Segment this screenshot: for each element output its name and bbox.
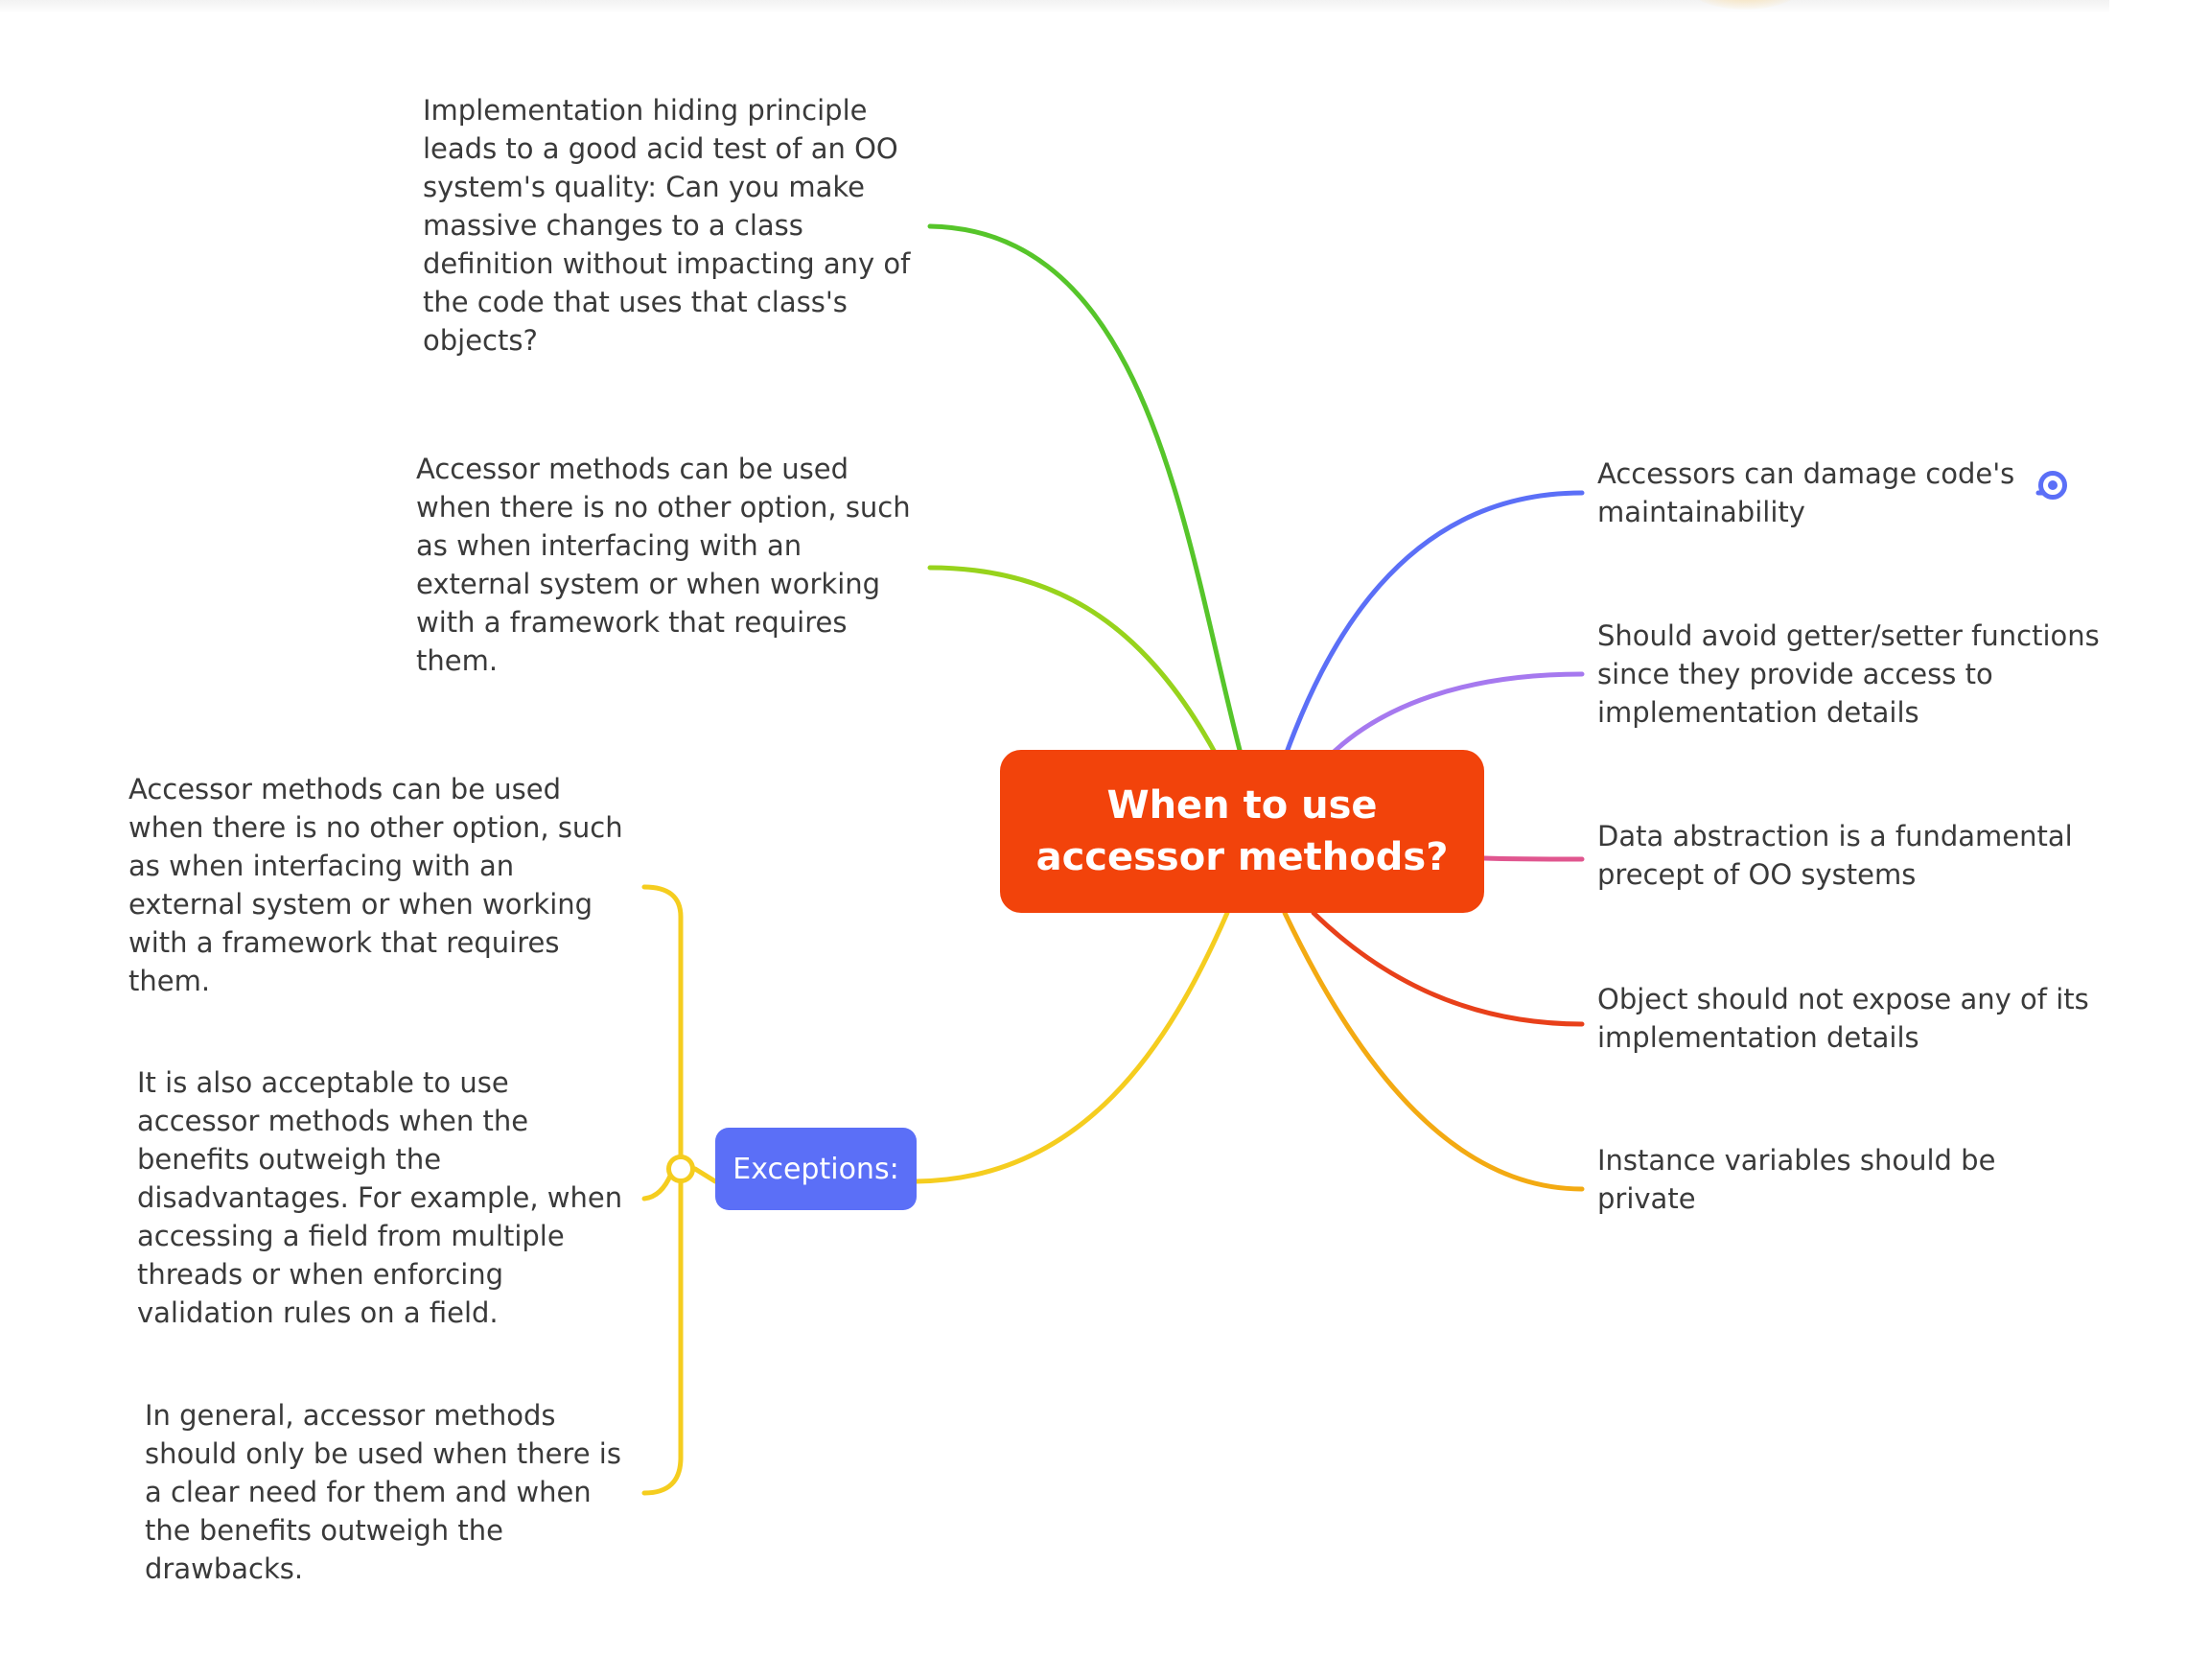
central-topic[interactable]: When to use accessor methods?: [1000, 750, 1484, 913]
central-topic-title: When to use accessor methods?: [1035, 783, 1449, 879]
right-topic-4[interactable]: Object should not expose any of its impl…: [1597, 980, 2105, 1057]
exception-item-1[interactable]: Accessor methods can be used when there …: [128, 770, 637, 1000]
connector-left-1: [927, 223, 1244, 760]
connector-right-1: [1282, 490, 1585, 760]
connector-right-3: [1481, 855, 1585, 862]
left-topic-2[interactable]: Accessor methods can be used when there …: [416, 450, 915, 680]
right-topic-1-text: Accessors can damage code's maintainabil…: [1597, 457, 2015, 528]
left-topic-1[interactable]: Implementation hiding principle leads to…: [423, 91, 921, 360]
right-topic-4-text: Object should not expose any of its impl…: [1597, 983, 2089, 1054]
right-topic-2[interactable]: Should avoid getter/setter functions sin…: [1597, 617, 2105, 732]
canvas-edge: [2109, 0, 2209, 1680]
exception-item-3-text: In general, accessor methods should only…: [145, 1399, 621, 1585]
collapse-handle-dot: [2048, 480, 2058, 490]
branch-joint-icon[interactable]: [666, 1155, 695, 1183]
connector-right-2: [1325, 671, 1585, 760]
right-topic-3[interactable]: Data abstraction is a fundamental precep…: [1597, 817, 2105, 894]
exception-item-2-text: It is also acceptable to use accessor me…: [137, 1066, 623, 1329]
target-circle-icon[interactable]: [2038, 471, 2067, 500]
exception-item-1-text: Accessor methods can be used when there …: [128, 773, 623, 997]
exception-item-2[interactable]: It is also acceptable to use accessor me…: [137, 1063, 636, 1332]
connector-exception-2: [641, 1171, 674, 1202]
exceptions-topic[interactable]: Exceptions:: [715, 1128, 917, 1210]
connector-left-2: [927, 565, 1221, 760]
connector-exceptions-stem: [692, 1166, 718, 1184]
exception-item-3[interactable]: In general, accessor methods should only…: [145, 1396, 634, 1588]
connector-exception-1: [641, 884, 684, 1172]
connector-exception-3: [641, 1180, 684, 1496]
connector-right-5: [1282, 910, 1585, 1192]
right-topic-5-text: Instance variables should be private: [1597, 1144, 1996, 1215]
right-topic-1[interactable]: Accessors can damage code's maintainabil…: [1597, 455, 2029, 531]
toolbar-glow: [1687, 0, 1802, 10]
connector-exceptions: [914, 910, 1230, 1184]
exceptions-topic-label: Exceptions:: [732, 1152, 899, 1186]
right-topic-3-text: Data abstraction is a fundamental precep…: [1597, 820, 2073, 891]
left-topic-2-text: Accessor methods can be used when there …: [416, 453, 911, 677]
right-topic-2-text: Should avoid getter/setter functions sin…: [1597, 619, 2100, 729]
left-topic-1-text: Implementation hiding principle leads to…: [423, 94, 911, 357]
connector-right-4: [1311, 910, 1585, 1027]
toolbar-shadow: [0, 0, 2109, 13]
right-topic-5[interactable]: Instance variables should be private: [1597, 1141, 2077, 1218]
